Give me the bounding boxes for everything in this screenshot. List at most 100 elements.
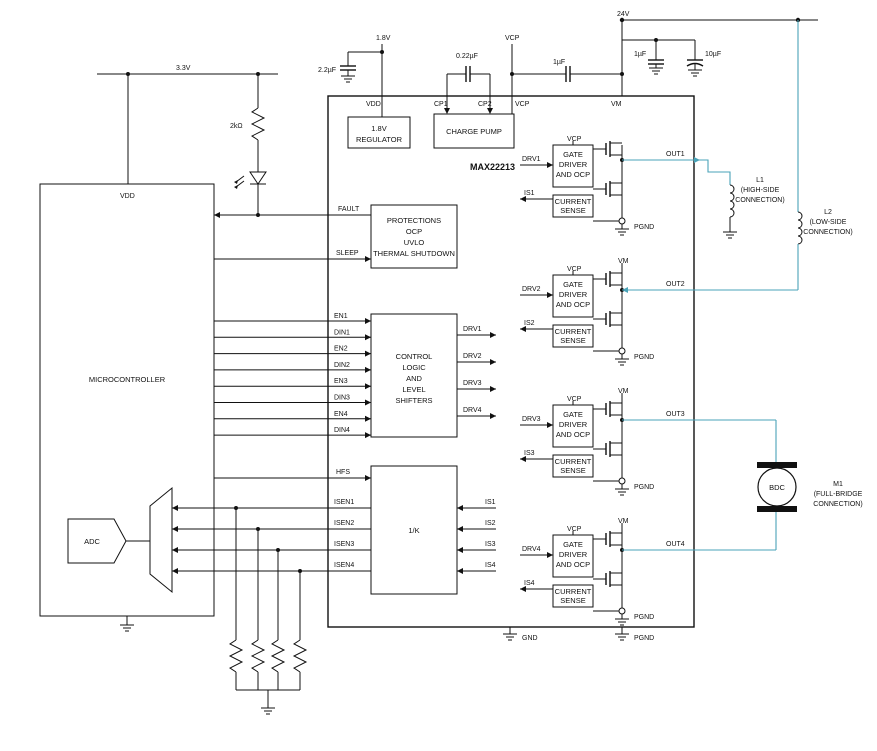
signal-label-din4: DIN4 [334, 427, 350, 434]
signal-isen3: ISEN3 [172, 541, 371, 640]
channel-pgnd-label-2: PGND [634, 354, 654, 361]
current-sense-line-3-1: SENSE [560, 466, 585, 475]
ic-ground: GND PGND [503, 627, 654, 642]
sleep-label: SLEEP [336, 250, 359, 257]
cap-022uf-label: 0.22µF [456, 53, 478, 60]
signal-en2: EN2 [214, 346, 371, 357]
vcp-top-label: VCP [505, 35, 520, 42]
signal-en3: EN3 [214, 378, 371, 390]
supply-24v-rail: 24V 1µF 10µF [617, 11, 818, 96]
signal-label-isen3: ISEN3 [334, 541, 354, 548]
channel-vcp-label-2: VCP [567, 266, 582, 273]
control-output-drv4: DRV4 [457, 407, 496, 419]
supply-33v-rail: 3.3V 2kΩ [97, 65, 278, 215]
channel-is-label-1: IS1 [524, 190, 535, 197]
gate-driver-line-1-2: AND OCP [556, 170, 590, 179]
gate-driver-line-1-1: DRIVER [559, 160, 588, 169]
control-line4: LEVEL [402, 385, 425, 394]
signal-label-isen2: ISEN2 [334, 520, 354, 527]
sense-resistor-3 [270, 639, 286, 690]
channel-is-label-2: IS2 [524, 320, 535, 327]
protections-line4: THERMAL SHUTDOWN [373, 249, 455, 258]
signal-isen1: ISEN1 [172, 499, 371, 640]
control-line5: SHIFTERS [395, 396, 432, 405]
protections-line2: OCP [406, 227, 422, 236]
signal-label-en3: EN3 [334, 378, 348, 385]
ik-input-label-is2: IS2 [485, 520, 496, 527]
ic-vm-pin: VM [611, 101, 622, 108]
ic-pgnd-label: PGND [634, 635, 654, 642]
gate-driver-line-3-2: AND OCP [556, 430, 590, 439]
ic-cp2-pin: CP2 [478, 101, 492, 108]
m1-sub2: CONNECTION) [813, 501, 862, 508]
channel-out-label-1: OUT1 [666, 151, 685, 158]
gate-driver-box-2 [552, 274, 594, 318]
sense-resistor-1 [228, 639, 244, 690]
microcontroller-block: MICROCONTROLLER VDD ADC [39, 183, 215, 632]
v18-label: 1.8V [376, 35, 391, 42]
control-line3: AND [406, 374, 422, 383]
channel-is-label-4: IS4 [524, 580, 535, 587]
control-output-drv2: DRV2 [457, 353, 496, 365]
ik-input-is3: IS3 [457, 541, 496, 553]
fault-sleep-signals: FAULT SLEEP [214, 206, 371, 262]
control-line1: CONTROL [396, 352, 433, 361]
loads: L1 (HIGH-SIDE CONNECTION) L2 (LOW-SIDE C… [622, 20, 863, 551]
gate-driver-line-2-2: AND OCP [556, 300, 590, 309]
cap-1uf-label: 1µF [553, 59, 565, 66]
channel-vm-label-2: VM [618, 258, 629, 265]
protections-line1: PROTECTIONS [387, 216, 441, 225]
v33-label: 3.3V [176, 65, 191, 72]
gate-driver-line-1-0: GATE [563, 150, 583, 159]
adc-label: ADC [84, 537, 100, 546]
signal-din3: DIN3 [214, 395, 371, 406]
control-output-label-drv3: DRV3 [463, 380, 482, 387]
channel-drv-label-4: DRV4 [522, 546, 541, 553]
sense-resistor-2 [250, 639, 266, 690]
gate-driver-line-2-1: DRIVER [559, 290, 588, 299]
control-output-label-drv2: DRV2 [463, 353, 482, 360]
gate-driver-box-3 [552, 404, 594, 448]
channel-pgnd-label-3: PGND [634, 484, 654, 491]
channel-out-label-4: OUT4 [666, 541, 685, 548]
resistor-2k-label: 2kΩ [230, 123, 243, 130]
ic-cp1-pin: CP1 [434, 101, 448, 108]
current-sense-line-1-0: CURRENT [555, 197, 592, 206]
ik-input-label-is4: IS4 [485, 562, 496, 569]
hfs-label: HFS [336, 469, 350, 476]
control-line2: LOGIC [402, 363, 426, 372]
ik-block: 1/K [370, 465, 458, 595]
signal-en1: EN1 [214, 313, 371, 324]
chargepump-caps: 0.22µF VCP 1µF [444, 35, 624, 114]
gate-driver-line-3-1: DRIVER [559, 420, 588, 429]
ik-input-is1: IS1 [457, 499, 496, 511]
control-output-drv3: DRV3 [457, 380, 496, 392]
channel-vcp-label-3: VCP [567, 396, 582, 403]
control-output-label-drv1: DRV1 [463, 326, 482, 333]
current-sense-line-1-1: SENSE [560, 206, 585, 215]
signal-isen2: ISEN2 [172, 520, 371, 640]
m1-sub1: (FULL-BRIDGE [814, 491, 863, 498]
signal-label-din1: DIN1 [334, 329, 350, 336]
ik-label: 1/K [408, 526, 419, 535]
signal-din2: DIN2 [214, 362, 371, 373]
signal-label-en2: EN2 [334, 346, 348, 353]
gate-driver-line-4-1: DRIVER [559, 550, 588, 559]
l1-sub1: (HIGH-SIDE [741, 187, 780, 194]
mcu-label: MICROCONTROLLER [89, 375, 166, 384]
ic-name: MAX22213 [470, 162, 515, 172]
ic-vdd-pin: VDD [366, 101, 381, 108]
v24-label: 24V [617, 11, 630, 18]
current-sense-line-3-0: CURRENT [555, 457, 592, 466]
signal-label-en4: EN4 [334, 411, 348, 418]
cap-22uf-label: 2.2µF [318, 67, 336, 74]
cap-1uf-bulk-label: 1µF [634, 51, 646, 58]
